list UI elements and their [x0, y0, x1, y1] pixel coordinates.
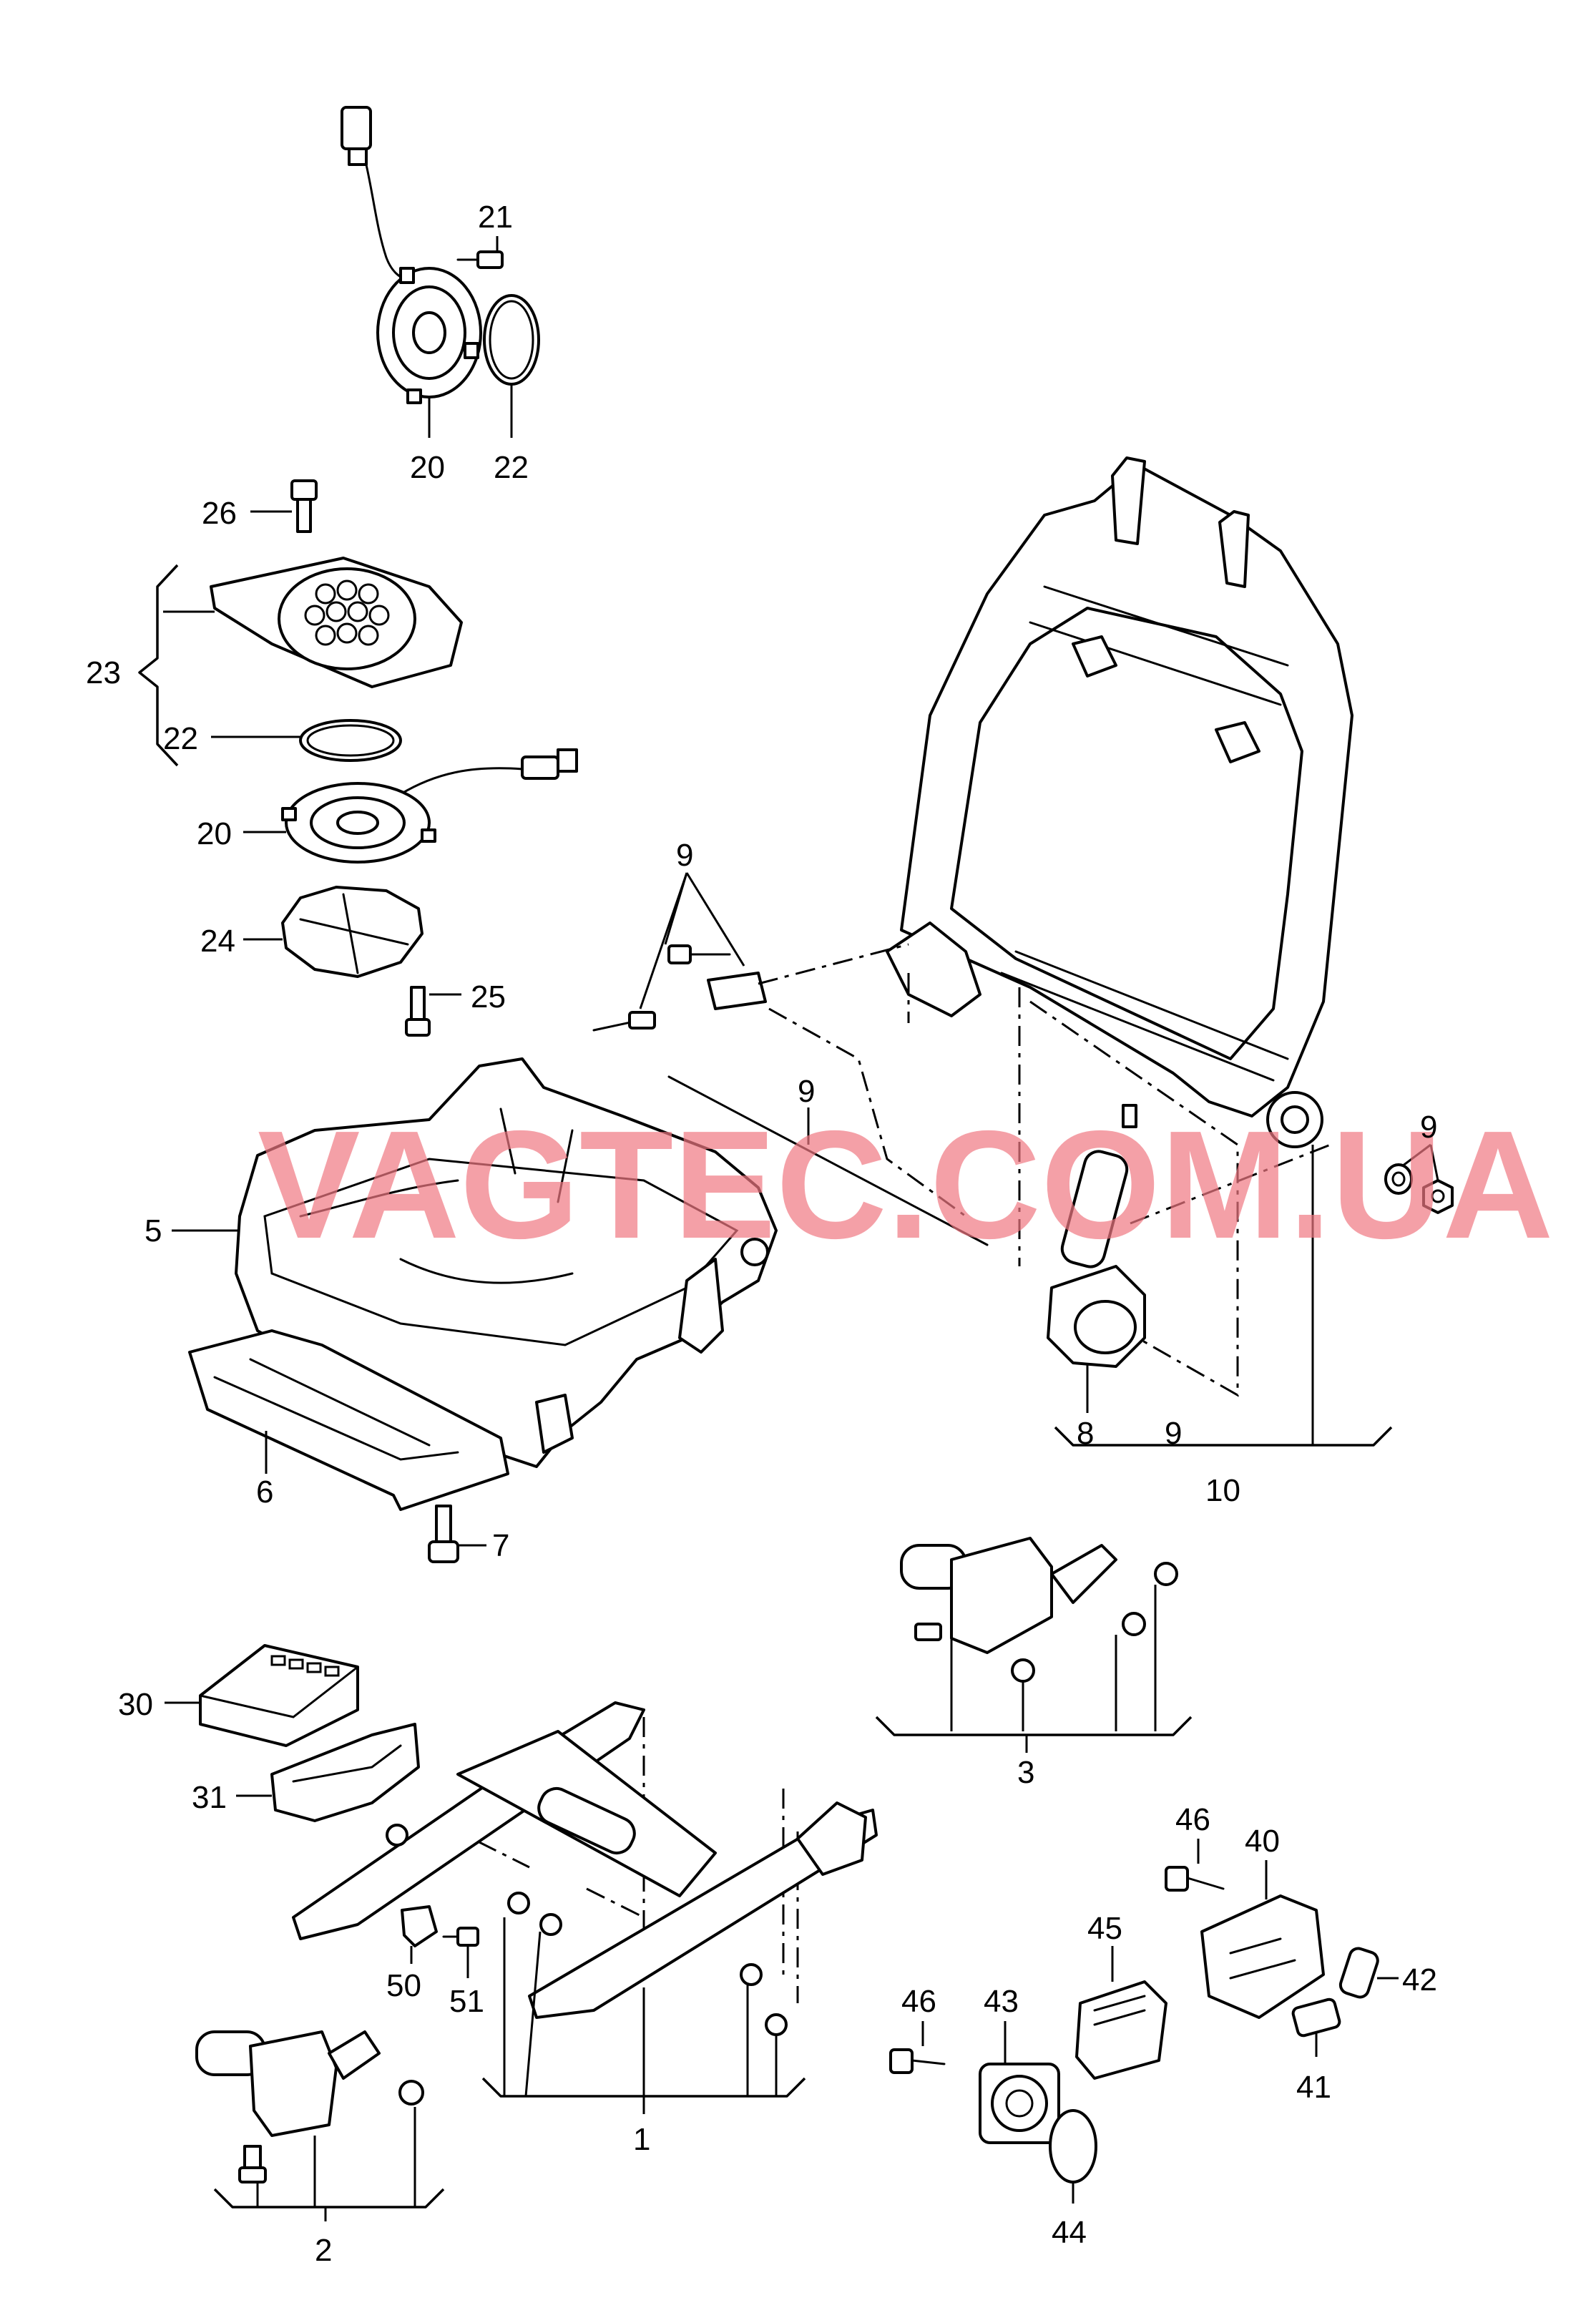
seat-rails-1 — [292, 1701, 878, 2097]
seat-pan-cover-6 — [188, 1329, 509, 1511]
watermark-text: VAGTEC.COM.UA — [258, 1098, 1554, 1271]
label-6: 6 — [256, 1475, 273, 1510]
label-40: 40 — [1245, 1824, 1280, 1859]
screw-46-right — [1165, 1839, 1225, 1892]
speaker-cover-23 — [210, 557, 463, 688]
label-20-middle: 20 — [197, 816, 232, 851]
callout-labels: 21 20 22 26 23 22 20 24 25 9 9 9 5 8 9 1… — [86, 200, 1437, 2268]
label-1: 1 — [633, 2122, 650, 2157]
speaker-mount-24 — [243, 886, 424, 978]
nut-washer-9 — [1384, 1143, 1454, 1214]
label-46-left: 46 — [901, 1984, 936, 2019]
screw-51 — [442, 1927, 479, 1978]
label-26: 26 — [202, 496, 237, 531]
label-24: 24 — [200, 924, 235, 959]
label-42: 42 — [1402, 1962, 1437, 1997]
bracket-23 — [138, 564, 179, 767]
label-21: 21 — [478, 200, 513, 235]
label-30: 30 — [118, 1687, 153, 1722]
label-43: 43 — [984, 1984, 1019, 2019]
label-8: 8 — [1077, 1416, 1094, 1451]
screw-26 — [250, 479, 318, 533]
seal-ring-22-top — [483, 294, 540, 438]
switch-button-45 — [1075, 1946, 1167, 2080]
label-3: 3 — [1017, 1755, 1034, 1790]
motor-assembly-3 — [900, 1537, 1178, 1731]
clip-50 — [401, 1905, 438, 1964]
label-25: 25 — [471, 979, 506, 1014]
label-5: 5 — [145, 1213, 162, 1248]
knob-42 — [1338, 1947, 1399, 1999]
switch-housing-40 — [1200, 1860, 1325, 2019]
label-31: 31 — [192, 1780, 227, 1815]
label-7: 7 — [492, 1528, 509, 1563]
label-22-middle: 22 — [163, 721, 198, 756]
label-9-rod: 9 — [798, 1074, 815, 1109]
rod-9 — [667, 1075, 989, 1246]
seat-pan-frame-5 — [172, 1057, 778, 1468]
screw-25 — [405, 986, 461, 1037]
bracket-10 — [1054, 1426, 1393, 1447]
motor-assembly-2 — [195, 2030, 424, 2207]
label-45: 45 — [1087, 1911, 1122, 1946]
speaker-20-middle — [243, 748, 578, 864]
label-50: 50 — [386, 1968, 421, 2003]
backrest-frame-10 — [886, 456, 1353, 1445]
screw-7 — [428, 1505, 486, 1563]
label-22-top: 22 — [494, 450, 529, 485]
knob-41 — [1291, 1997, 1341, 2057]
label-23: 23 — [86, 655, 121, 690]
control-unit-holder-31 — [236, 1723, 420, 1822]
label-9-bracket: 9 — [1165, 1416, 1182, 1451]
label-9-bolt: 9 — [676, 838, 693, 873]
bracket-3 — [875, 1716, 1193, 1736]
backrest-motor-8 — [1047, 1104, 1146, 1413]
bracket-2 — [213, 2188, 445, 2209]
label-46-right: 46 — [1175, 1802, 1210, 1837]
speaker-assembly-top — [341, 106, 482, 438]
label-9-nut: 9 — [1420, 1110, 1437, 1145]
screw-46-left — [889, 2021, 946, 2074]
switch-module-43 — [979, 2021, 1060, 2144]
seal-ring-22-middle — [211, 719, 402, 762]
circlip-44 — [1049, 2109, 1097, 2204]
label-2: 2 — [315, 2233, 332, 2268]
label-10: 10 — [1205, 1473, 1240, 1508]
screw-21 — [456, 236, 504, 269]
bolt-9 — [592, 872, 767, 1032]
label-44: 44 — [1052, 2215, 1087, 2250]
label-41: 41 — [1296, 2070, 1331, 2105]
label-20-top: 20 — [410, 450, 445, 485]
label-51: 51 — [449, 1984, 484, 2019]
control-unit-30 — [165, 1644, 359, 1747]
